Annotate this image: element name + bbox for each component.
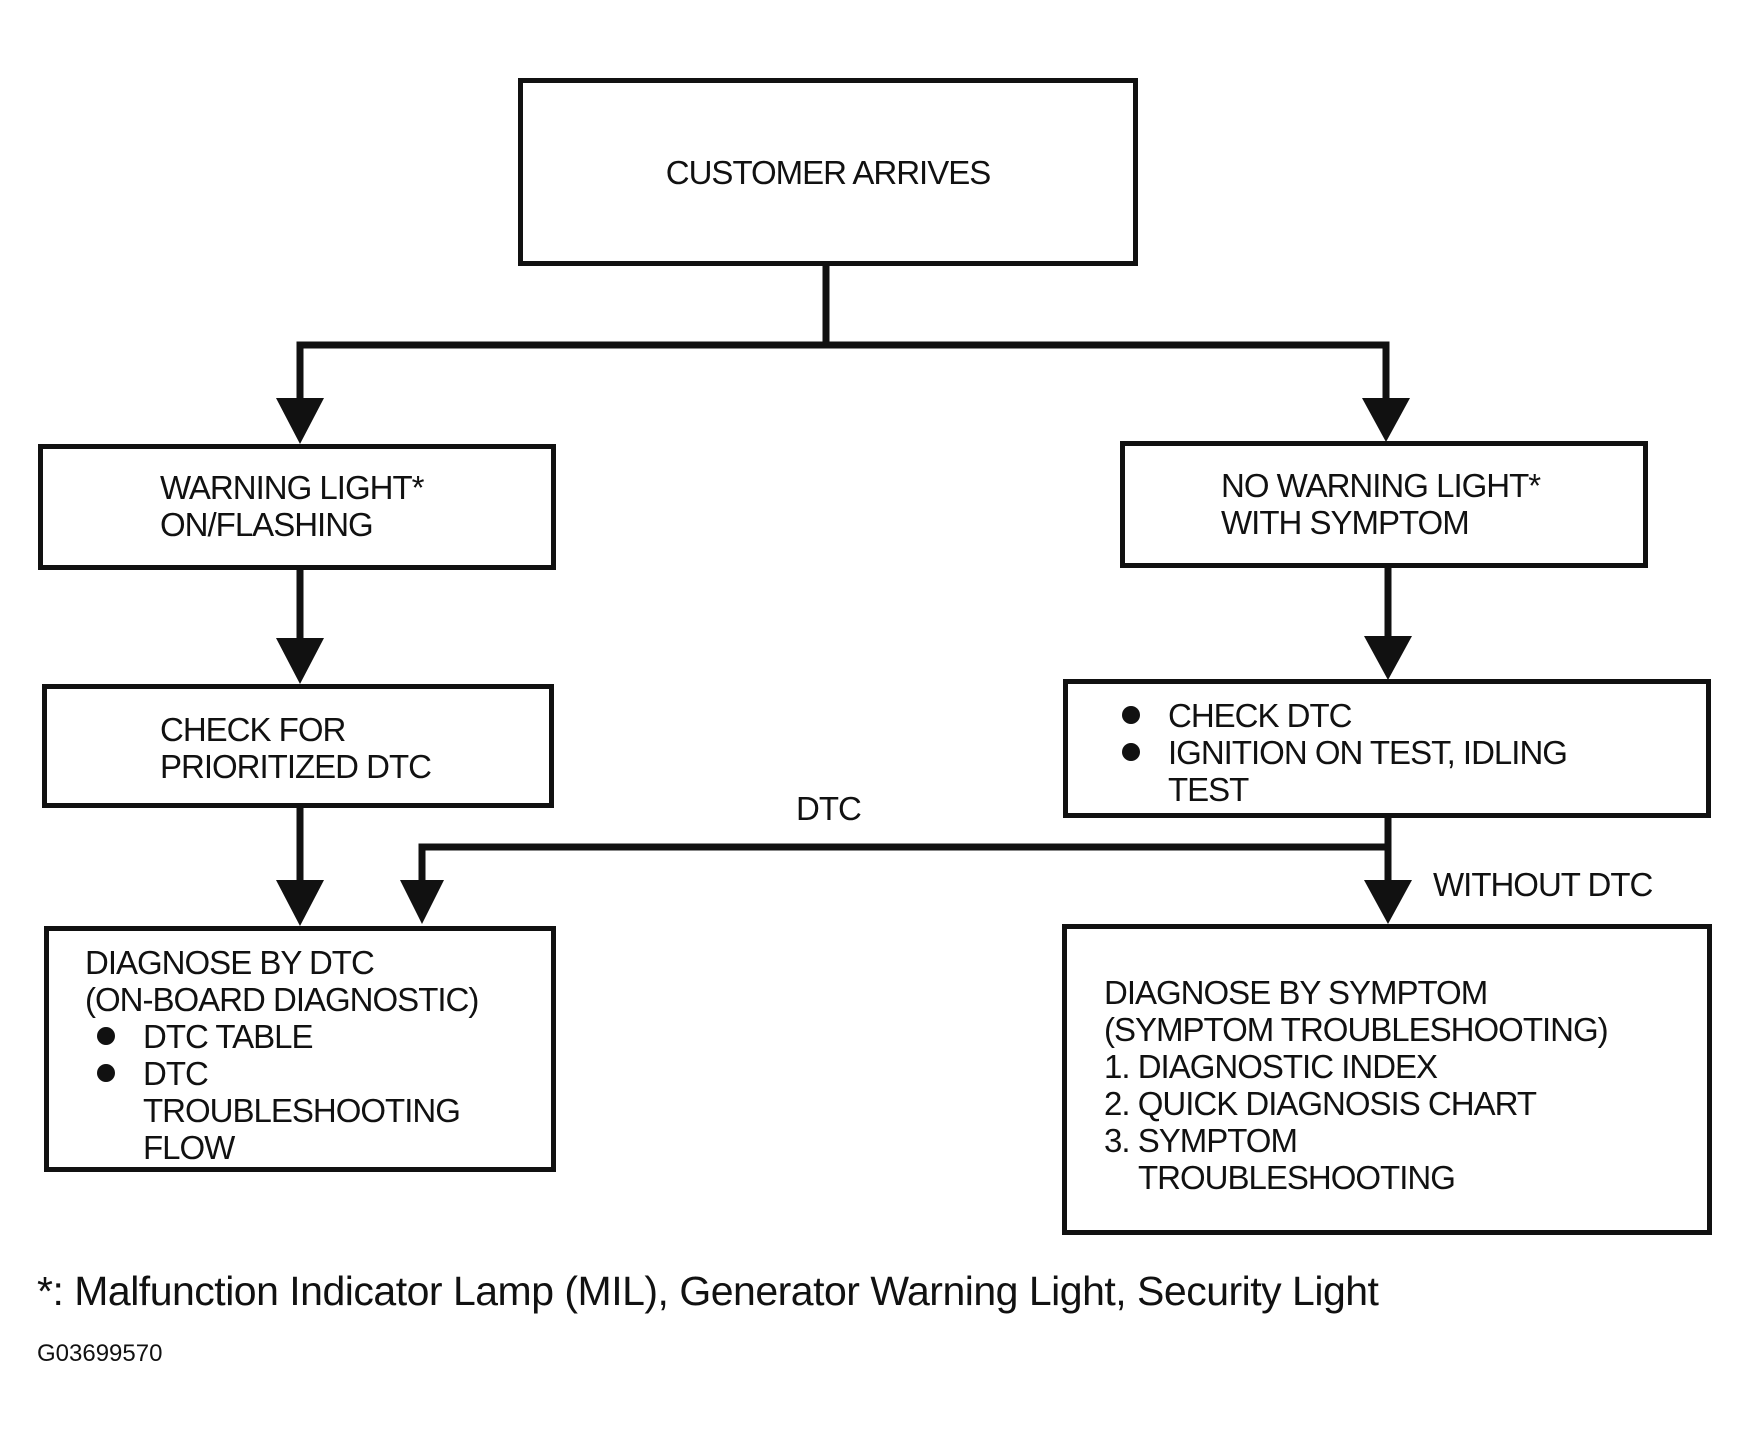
symptom-troubleshooting-item: 3. SYMPTOM bbox=[1104, 1122, 1298, 1159]
check-prioritized-line-2: PRIORITIZED DTC bbox=[160, 748, 432, 785]
bullet-dot-icon bbox=[97, 1064, 115, 1082]
warning-light-line-1: WARNING LIGHT* bbox=[160, 469, 424, 506]
diagnose-by-symptom-box: DIAGNOSE BY SYMPTOM (SYMPTOM TROUBLESHOO… bbox=[1062, 924, 1712, 1235]
customer-arrives-label: CUSTOMER ARRIVES bbox=[665, 153, 991, 191]
no-warning-light-line-1: NO WARNING LIGHT* bbox=[1221, 467, 1541, 504]
no-warning-light-box: NO WARNING LIGHT* WITH SYMPTOM bbox=[1120, 441, 1648, 568]
figure-code: G03699570 bbox=[37, 1340, 163, 1367]
diagnose-dtc-line-1: DIAGNOSE BY DTC bbox=[85, 944, 375, 981]
bullet-dot-icon bbox=[1122, 743, 1140, 761]
edge-label-dtc: DTC bbox=[796, 790, 862, 827]
edge-label-without-dtc: WITHOUT DTC bbox=[1433, 866, 1653, 903]
arrowhead-dtc-branch bbox=[400, 880, 444, 924]
check-dtc-bullet-item: CHECK DTC bbox=[1122, 697, 1706, 734]
ignition-test-bullet-item: IGNITION ON TEST, IDLING bbox=[1122, 734, 1706, 771]
dtc-flow-continuation-1: TROUBLESHOOTING bbox=[143, 1092, 461, 1129]
arrowhead-check-prioritized bbox=[276, 638, 324, 684]
check-dtc-bullet-text: CHECK DTC bbox=[1168, 697, 1353, 734]
diagnostic-index-item: 1. DIAGNOSTIC INDEX bbox=[1104, 1048, 1438, 1085]
dtc-flow-bullet-item: DTC bbox=[97, 1055, 551, 1092]
arrowhead-diagnose-symptom bbox=[1364, 880, 1412, 924]
diagnose-symptom-line-2: (SYMPTOM TROUBLESHOOTING) bbox=[1104, 1011, 1609, 1048]
dtc-table-bullet-text: DTC TABLE bbox=[143, 1018, 313, 1055]
diagnose-symptom-line-1: DIAGNOSE BY SYMPTOM bbox=[1104, 974, 1488, 1011]
check-prioritized-line-1: CHECK FOR bbox=[160, 711, 346, 748]
symptom-troubleshooting-continuation: TROUBLESHOOTING bbox=[1138, 1159, 1456, 1196]
check-prioritized-dtc-box: CHECK FOR PRIORITIZED DTC bbox=[42, 684, 554, 808]
dtc-flow-continuation-2: FLOW bbox=[143, 1129, 235, 1166]
diagnose-by-dtc-box: DIAGNOSE BY DTC (ON-BOARD DIAGNOSTIC) DT… bbox=[44, 926, 556, 1172]
ignition-test-continuation: TEST bbox=[1168, 771, 1249, 808]
check-dtc-tests-box: CHECK DTC IGNITION ON TEST, IDLING TEST bbox=[1063, 679, 1711, 818]
ignition-test-bullet-text: IGNITION ON TEST, IDLING bbox=[1168, 734, 1568, 771]
bullet-dot-icon bbox=[1122, 706, 1140, 724]
diagnose-dtc-line-2: (ON-BOARD DIAGNOSTIC) bbox=[85, 981, 479, 1018]
arrowhead-diagnose-dtc bbox=[276, 880, 324, 926]
warning-light-box: WARNING LIGHT* ON/FLASHING bbox=[38, 444, 556, 570]
dtc-table-bullet-item: DTC TABLE bbox=[97, 1018, 551, 1055]
bullet-dot-icon bbox=[97, 1027, 115, 1045]
quick-diagnosis-chart-item: 2. QUICK DIAGNOSIS CHART bbox=[1104, 1085, 1537, 1122]
customer-arrives-box: CUSTOMER ARRIVES bbox=[518, 78, 1138, 266]
warning-light-line-2: ON/FLASHING bbox=[160, 506, 374, 543]
dtc-flow-bullet-text: DTC bbox=[143, 1055, 209, 1092]
arrowhead-no-warning-light bbox=[1362, 398, 1410, 442]
arrowhead-warning-light bbox=[276, 398, 324, 444]
arrowhead-check-dtc bbox=[1364, 636, 1412, 680]
no-warning-light-line-2: WITH SYMPTOM bbox=[1221, 504, 1470, 541]
footnote: *: Malfunction Indicator Lamp (MIL), Gen… bbox=[37, 1268, 1379, 1314]
